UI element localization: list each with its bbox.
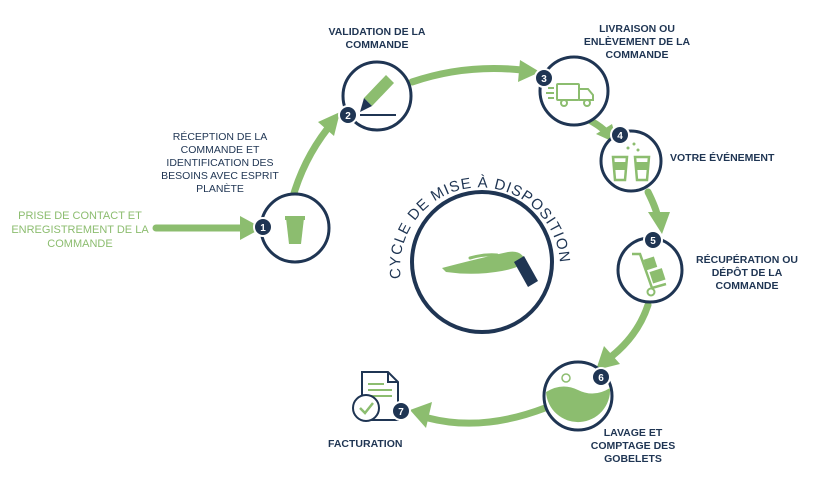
- step-1-label: RÉCEPTION DE LA COMMANDE ET IDENTIFICATI…: [161, 131, 279, 195]
- step-4-label: VOTRE ÉVÉNEMENT: [670, 152, 775, 164]
- step-3-circle: [538, 55, 610, 127]
- step-7-label: FACTURATION: [328, 438, 403, 450]
- arrow-6-to-7: [424, 404, 549, 427]
- check-icon: [359, 402, 374, 415]
- intro-label: PRISE DE CONTACT ET ENREGISTREMENT DE LA…: [11, 210, 149, 250]
- step-2: 2: [338, 60, 413, 132]
- step-2-badge: [338, 105, 358, 125]
- step-6-badge: [591, 367, 611, 387]
- hand-truck-icon: [632, 252, 667, 297]
- bubble-icon: [561, 373, 571, 383]
- arrowhead-1: [240, 216, 262, 240]
- arrowhead-6: [596, 346, 620, 370]
- arrow-2-to-3: [408, 65, 526, 86]
- step-5-badge: [643, 230, 663, 250]
- step-1-number: 1: [260, 223, 266, 234]
- washing-water-icon: [546, 386, 611, 423]
- step-1: 1: [253, 192, 331, 264]
- arrowhead-2: [318, 112, 340, 136]
- cup-rim: [285, 216, 305, 220]
- step-4-badge: [610, 125, 630, 145]
- delivery-truck-icon: [546, 83, 594, 107]
- step-2-number: 2: [345, 111, 351, 122]
- step-5-number: 5: [650, 236, 656, 247]
- hand-icon: [442, 251, 538, 287]
- step-7: 7: [352, 371, 411, 422]
- step-7-badge: [391, 401, 411, 421]
- step-3-label: LIVRAISON OU ENLÈVEMENT DE LA COMMANDE: [583, 23, 691, 61]
- step-5-label: RÉCUPÉRATION OU DÉPÔT DE LA COMMANDE: [696, 254, 798, 292]
- arrowhead-5: [648, 212, 670, 234]
- step-1-badge: [253, 217, 273, 237]
- step-3: 3: [534, 55, 610, 127]
- step-3-badge: [534, 68, 554, 88]
- arrowhead-7: [410, 402, 432, 428]
- cycle-arrows: [152, 65, 662, 427]
- fountain-pen-icon: [360, 75, 396, 116]
- step-6: 6: [542, 360, 614, 432]
- arrowhead-3: [518, 60, 540, 82]
- arrow-5-to-6: [608, 301, 652, 360]
- step-4-circle: [599, 129, 663, 193]
- step-3-number: 3: [541, 74, 547, 85]
- check-circle-icon: [352, 394, 380, 422]
- step-4-number: 4: [617, 131, 623, 142]
- arrow-heads: [240, 60, 670, 428]
- step-6-number: 6: [598, 373, 604, 384]
- cup-icon: [286, 218, 304, 244]
- step-4: 4: [599, 125, 663, 193]
- arrow-1-to-2: [288, 124, 332, 204]
- step-5: 5: [616, 230, 684, 304]
- step-2-label: VALIDATION DE LA COMMANDE: [328, 26, 426, 51]
- step-7-number: 7: [398, 407, 404, 418]
- toasting-cups-icon: [611, 141, 651, 182]
- step-6-label: LAVAGE ET COMPTAGE DES GOBELETS: [590, 427, 676, 465]
